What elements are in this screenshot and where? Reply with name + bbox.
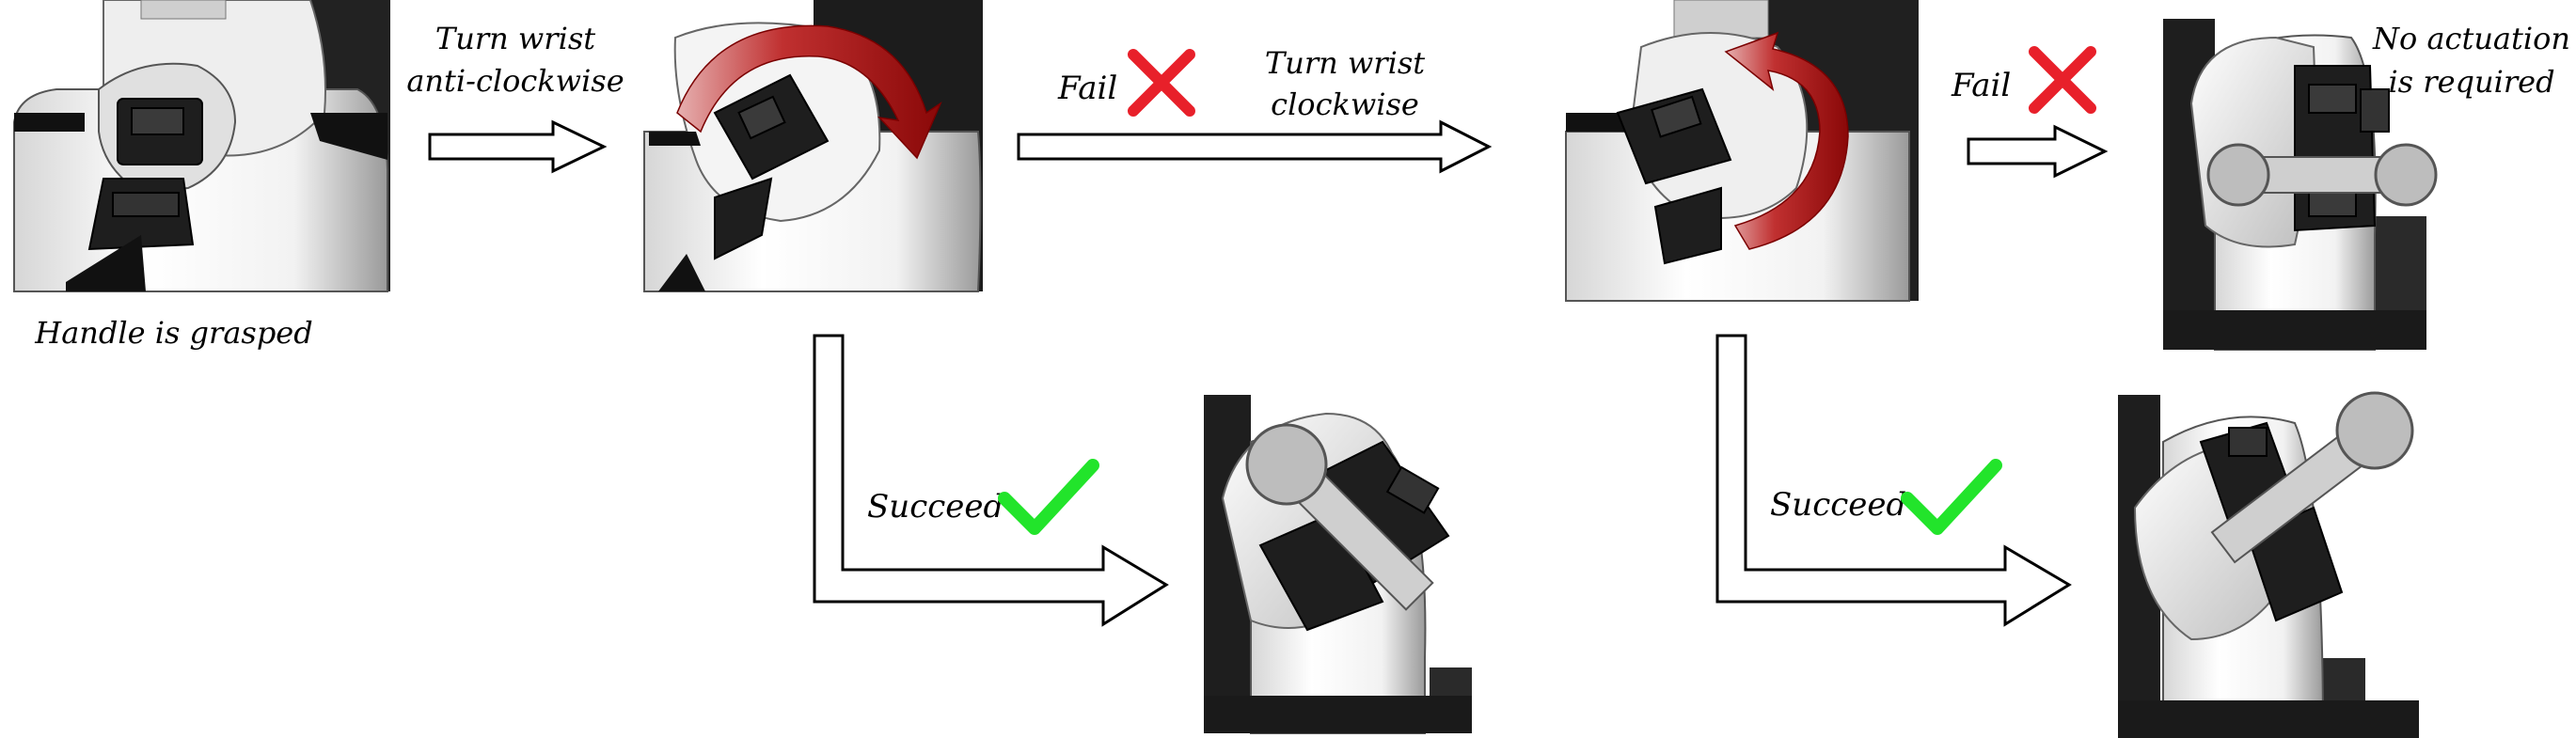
arrow-turn-acw (428, 119, 608, 174)
label-turn-acw-1: Turn wrist (435, 21, 595, 56)
cross-icon (1128, 49, 1195, 117)
label-no-actuation-1: No actuation (2372, 21, 2570, 56)
cross-icon (2029, 46, 2096, 114)
label-turn-cw-1: Turn wrist (1265, 45, 1425, 81)
arrow-succeed-2 (1715, 334, 2072, 627)
label-turn-acw-2: anti-clockwise (406, 63, 624, 99)
check-icon (998, 459, 1099, 535)
label-fail-2: Fail (1951, 67, 2011, 104)
curved-rotation-arrow-icon (676, 24, 942, 160)
label-no-actuation-2: is required (2388, 64, 2554, 100)
label-succeed-1: Succeed (867, 488, 1004, 526)
panel-no-actuation (2163, 19, 2438, 351)
check-icon (1901, 459, 2002, 535)
panel-handle-grasped (13, 0, 390, 292)
panel-anticlockwise (643, 0, 983, 292)
curved-rotation-arrow-icon (1724, 31, 1849, 250)
label-handle-grasped: Handle is grasped (34, 315, 312, 351)
label-fail-1: Fail (1057, 70, 1117, 107)
arrow-no-actuation (1967, 124, 2109, 179)
arrow-succeed-1 (813, 334, 1169, 627)
panel-clockwise (1565, 0, 1919, 302)
label-succeed-2: Succeed (1770, 486, 1906, 524)
panel-success-2 (2118, 391, 2419, 738)
arrow-turn-cw (1017, 119, 1493, 174)
label-turn-cw-2: clockwise (1271, 86, 1419, 122)
panel-success-1 (1204, 395, 1472, 734)
